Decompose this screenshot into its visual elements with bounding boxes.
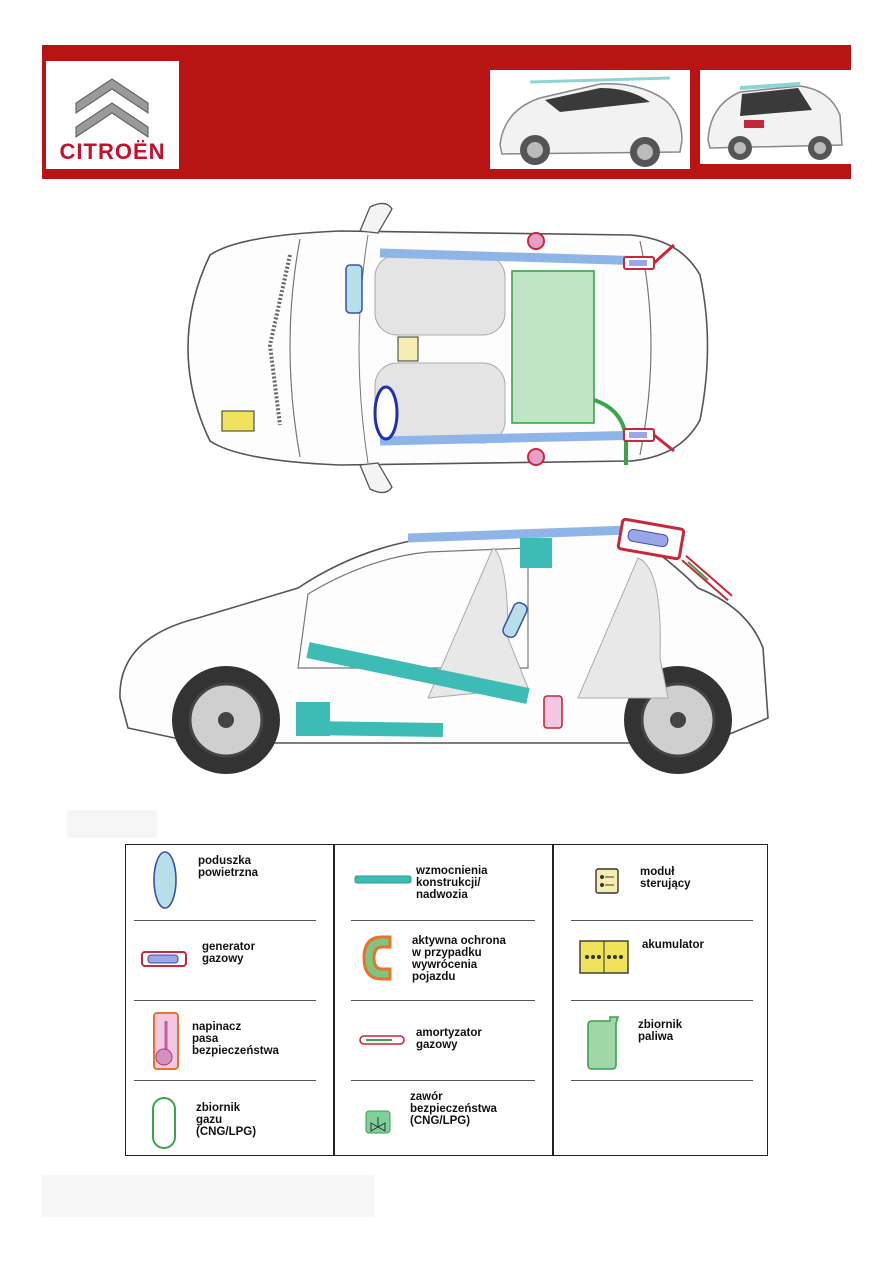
car-top-view xyxy=(187,202,709,494)
control-module-icon xyxy=(595,868,619,894)
chevrons-icon xyxy=(75,78,149,138)
legend-battery-label: akumulator xyxy=(642,939,704,951)
car-photo-front xyxy=(490,70,690,169)
legend-divider xyxy=(333,845,335,1155)
body-reinforcement-icon xyxy=(354,875,412,884)
car-side-view xyxy=(119,518,769,774)
fuel-tank-icon xyxy=(587,1016,620,1070)
footer-blank-area xyxy=(42,1175,374,1217)
citroen-logo: CITROËN xyxy=(46,61,179,169)
gas-tank-icon xyxy=(152,1097,176,1149)
safety-valve-icon xyxy=(365,1110,391,1134)
car-photo-rear xyxy=(700,70,851,164)
gas-strut-icon xyxy=(359,1035,405,1045)
logo-wordmark: CITROËN xyxy=(59,139,166,164)
battery-icon xyxy=(579,940,629,974)
legend-divider xyxy=(552,845,554,1155)
rollover-protection-icon xyxy=(362,935,392,981)
seatbelt-pretensioner-icon xyxy=(153,1012,179,1070)
gas-generator-icon xyxy=(141,951,187,967)
faded-label-area xyxy=(67,810,157,838)
airbag-icon xyxy=(153,851,177,909)
